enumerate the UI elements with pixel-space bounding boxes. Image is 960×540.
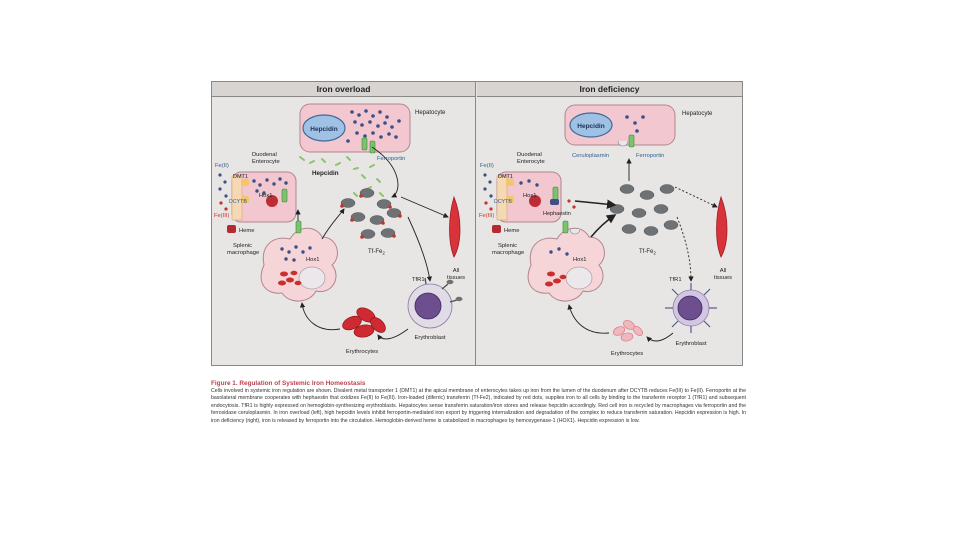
fe2-label: Fe(II) (215, 163, 229, 169)
dmt1-label: DMT1 (233, 174, 248, 180)
dcytb-enzyme (506, 196, 514, 203)
iron-overload-panel: Iron overload Hepcidin Hepatocyte Ferrop… (212, 82, 476, 365)
hox1-enterocyte-label: Hox1 (259, 193, 273, 199)
hepcidin-free-label: Hepcidin (312, 170, 339, 177)
heme-icon (227, 225, 236, 233)
ferroportin-hepatocyte (628, 134, 635, 148)
tfr1-label: TfR1 (669, 277, 682, 283)
duodenal-enterocyte-cell (231, 171, 297, 223)
ferroportin-enterocyte (552, 186, 559, 201)
fe3-label: Fe(III) (214, 213, 230, 219)
heme-in-enterocyte (266, 195, 278, 207)
hepatocyte-cell: Hepcidin (299, 103, 411, 154)
ferroportin-enterocyte (281, 188, 288, 203)
caption-body: Cells involved in systemic iron regulati… (211, 388, 746, 424)
hepcidin-molecules (299, 156, 384, 197)
hepatocyte-cell: Hepcidin (564, 104, 676, 148)
iron-deficiency-panel: Iron deficiency Hepcidin Hepatocyte Ceru… (477, 82, 742, 365)
splenic-macrophage-cell (527, 227, 605, 302)
dmt1-transporter (241, 179, 249, 186)
ceruloplasmin-label: Ceruloplasmin (572, 153, 609, 159)
flow-arrows (295, 146, 449, 341)
erythrocytes-cluster (342, 307, 386, 338)
hepatocyte-label: Hepatocyte (415, 110, 446, 116)
erythrocytes-label: Erythrocytes (611, 351, 643, 357)
hox1-enterocyte-label: Hox1 (523, 193, 537, 199)
heme-label: Heme (239, 228, 254, 234)
erythroblast-label: Erythroblast (415, 335, 446, 341)
dcytb-label: DCYTB (494, 199, 512, 205)
erythroblast-cell (665, 283, 717, 333)
lumen-iron-dots (218, 173, 228, 198)
ferroportin-hepatocyte (361, 137, 368, 151)
heme-label: Heme (504, 228, 519, 234)
panel-title-iron-deficiency: Iron deficiency (477, 82, 742, 97)
figure-caption: Figure 1. Regulation of Systemic Iron Ho… (211, 380, 746, 425)
hox1-macrophage-label: Hox1 (573, 257, 587, 263)
iron-overload-diagram: Hepcidin Hepatocyte Ferroportin Hepcidin… (214, 103, 465, 355)
erythroblast-cell (407, 277, 463, 329)
transferrin-group (609, 184, 679, 236)
tfr1-label: TfR1 (412, 277, 425, 283)
erythroblast-label: Erythroblast (676, 341, 707, 347)
hepcidin-nucleus-label: Hepcidin (577, 123, 604, 130)
transferrin-group (340, 188, 402, 239)
hephaestin-label: Hephaestin (543, 211, 571, 217)
ferroportin-macrophage (562, 220, 569, 234)
splenic-macrophage-cell (260, 227, 338, 302)
hephaestin-icon (550, 199, 559, 205)
dmt1-transporter (506, 179, 514, 186)
macrophage-erythrocyte-debris (278, 270, 302, 286)
ferroportin-label: Ferroportin (636, 153, 664, 159)
dcytb-enzyme (241, 196, 249, 203)
ferroportin-label: Ferroportin (377, 156, 405, 162)
ferroportin-macrophage (295, 220, 302, 234)
tissue-icon (449, 195, 461, 258)
figure-panel: Iron overload Hepcidin Hepatocyte Ferrop… (211, 81, 743, 366)
dmt1-label: DMT1 (498, 174, 513, 180)
caption-title: Figure 1. Regulation of Systemic Iron Ho… (211, 380, 366, 387)
iron-deficiency-diagram: Hepcidin Hepatocyte Ceruloplasmin Ferrop… (479, 104, 732, 357)
heme-in-enterocyte (529, 195, 541, 207)
hepatocyte-label: Hepatocyte (682, 111, 713, 117)
ceruloplasmin-icon (617, 140, 629, 147)
heme-icon (492, 225, 501, 233)
erythrocytes-cluster (612, 320, 643, 342)
fe2-label: Fe(II) (480, 163, 494, 169)
hepatocyte-iron-dots (346, 109, 401, 143)
tissue-icon (716, 195, 728, 258)
erythrocytes-label: Erythrocytes (346, 349, 378, 355)
tf-fe2-label: Tf-Fe2 (368, 249, 385, 256)
hepcidin-nucleus-label: Hepcidin (310, 126, 337, 133)
dcytb-label: DCYTB (229, 199, 247, 205)
flow-arrows (567, 158, 718, 343)
tf-fe2-label: Tf-Fe2 (639, 249, 656, 256)
duodenal-enterocyte-cell (496, 171, 562, 223)
panel-title-iron-overload: Iron overload (212, 82, 475, 97)
fe3-label: Fe(III) (479, 213, 495, 219)
hox1-macrophage-label: Hox1 (306, 257, 320, 263)
